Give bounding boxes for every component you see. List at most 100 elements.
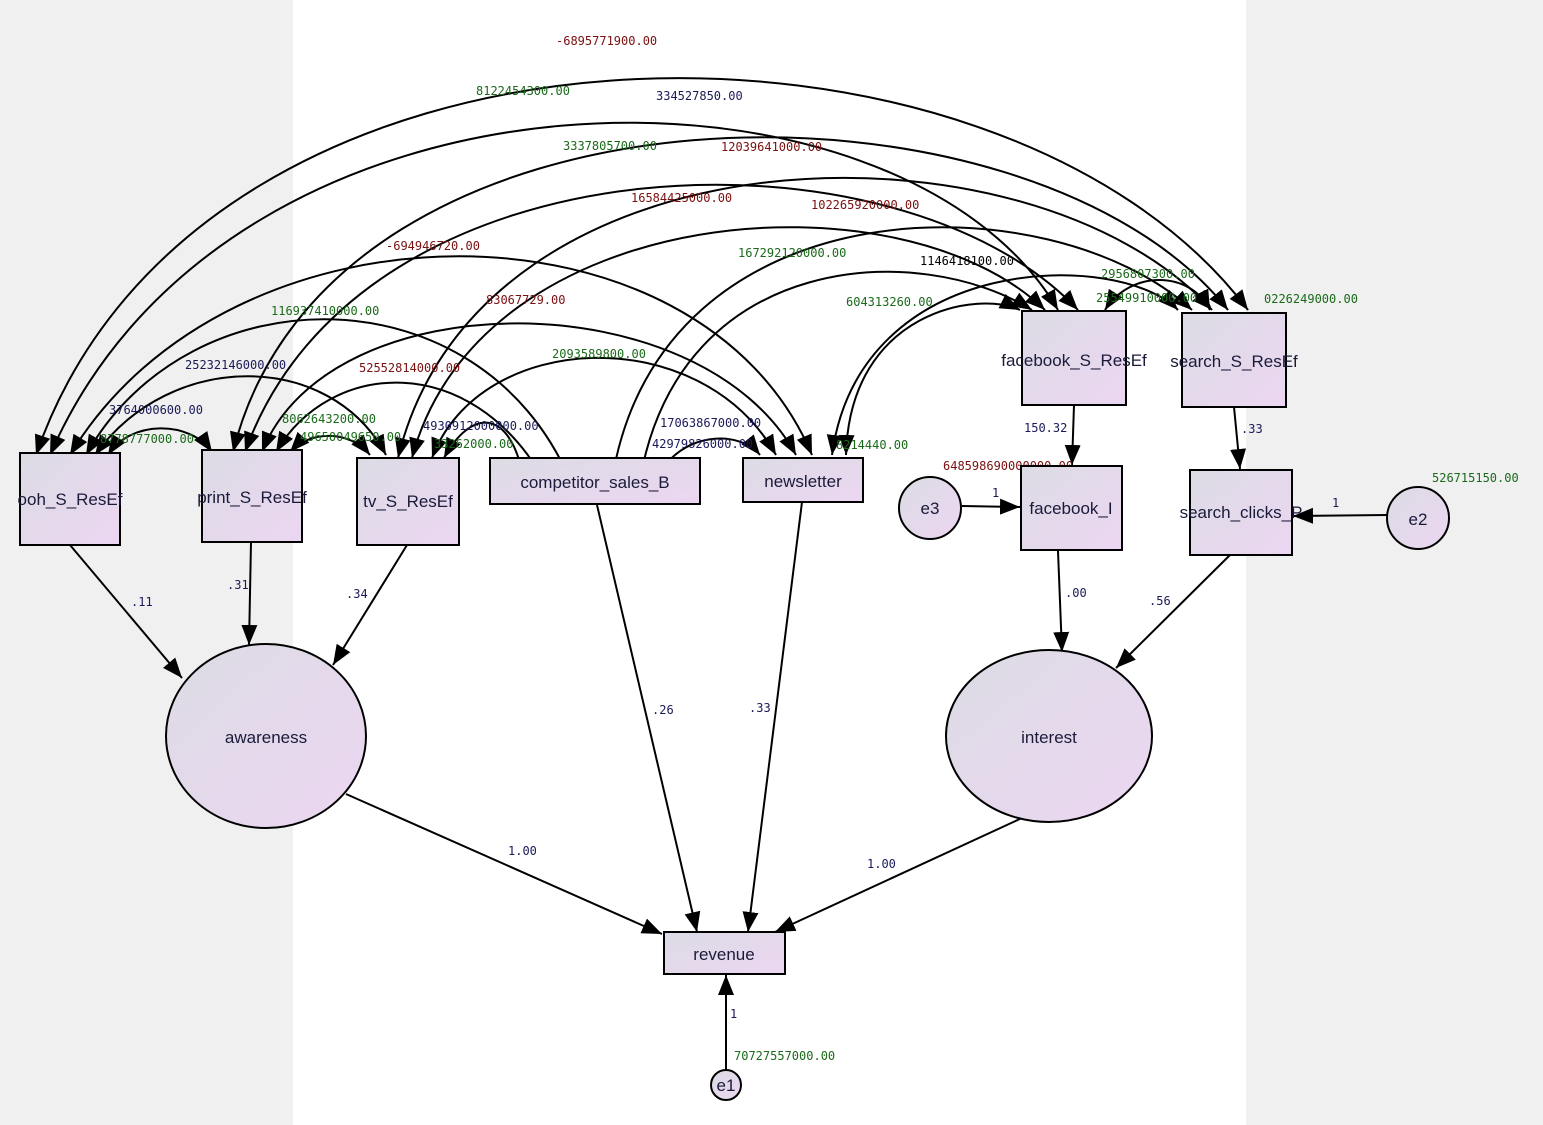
cov-label: 42979826000.00 bbox=[652, 437, 753, 451]
covariance-arcs bbox=[34, 77, 1249, 481]
path-e2-search-clicks bbox=[1292, 507, 1388, 524]
path-search-clicks-interest bbox=[1115, 554, 1231, 669]
node-facebook-s[interactable]: facebook_S_ResEf bbox=[1001, 310, 1147, 406]
path-label: 1.00 bbox=[867, 857, 896, 871]
path-tv-awareness bbox=[332, 544, 408, 666]
node-label: ooh_S_ResEf bbox=[18, 490, 123, 509]
node-label: e3 bbox=[921, 499, 940, 518]
cov-label: 334527850.00 bbox=[656, 89, 743, 103]
variance-label-e2: 526715150.00 bbox=[1432, 471, 1519, 485]
regression-paths bbox=[69, 404, 1388, 1070]
cov-label: 167292120000.00 bbox=[738, 246, 846, 260]
cov-label: 3764000600.00 bbox=[109, 403, 203, 417]
path-e3-facebook-i bbox=[961, 498, 1021, 515]
path-interest-revenue bbox=[774, 817, 1023, 933]
path-search-s-search-clicks bbox=[1230, 406, 1247, 470]
path-label: 1 bbox=[730, 1007, 737, 1021]
path-facebook-i-interest bbox=[1053, 550, 1070, 653]
node-label: competitor_sales_B bbox=[520, 473, 669, 492]
variance-label-e1: 70727557000.00 bbox=[734, 1049, 835, 1063]
node-label: search_clicks_P bbox=[1180, 503, 1303, 522]
cov-arc-ooh-search bbox=[34, 77, 1249, 456]
cov-label: 52552814000.00 bbox=[359, 361, 460, 375]
path-label: 150.32 bbox=[1024, 421, 1067, 435]
observed-variables: ooh_S_ResEf print_S_ResEf tv_S_ResEf com… bbox=[18, 310, 1303, 975]
node-label: facebook_I bbox=[1029, 499, 1112, 518]
node-label: e1 bbox=[717, 1076, 736, 1095]
cov-arc-ooh-print bbox=[107, 427, 213, 456]
path-awareness-revenue bbox=[345, 793, 663, 935]
cov-arc-tv-competitor bbox=[443, 421, 529, 481]
covariance-labels: -6895771900.00 8122454300.00 334527850.0… bbox=[100, 34, 1358, 451]
node-search-clicks[interactable]: search_clicks_P bbox=[1180, 469, 1303, 556]
path-label: .11 bbox=[131, 595, 153, 609]
path-ooh-awareness bbox=[69, 544, 183, 679]
latent-variables: awareness interest e1 e2 e3 bbox=[165, 476, 1450, 1101]
path-label: .33 bbox=[749, 701, 771, 715]
cov-label: 8778777000.00 bbox=[100, 432, 194, 446]
cov-label: 25232146000.00 bbox=[185, 358, 286, 372]
node-label: search_S_ResEf bbox=[1170, 352, 1298, 371]
cov-label: 25549910000.00 bbox=[1096, 291, 1197, 305]
path-label: .00 bbox=[1065, 586, 1087, 600]
cov-label: 604313260.00 bbox=[846, 295, 933, 309]
path-label: .31 bbox=[227, 578, 249, 592]
node-search-s[interactable]: search_S_ResEf bbox=[1170, 312, 1298, 408]
cov-label: 8122454300.00 bbox=[476, 84, 570, 98]
node-e3[interactable]: e3 bbox=[898, 476, 962, 540]
cov-arc-tv-facebook bbox=[409, 226, 1046, 459]
path-labels: .11 .31 .34 .26 .33 1.00 1.00 150.32 .33… bbox=[131, 421, 1339, 1021]
node-label: print_S_ResEf bbox=[197, 488, 307, 507]
cov-arc-competitor-facebook bbox=[635, 270, 1033, 481]
path-competitor-revenue bbox=[596, 504, 701, 933]
node-print[interactable]: print_S_ResEf bbox=[197, 449, 307, 543]
cov-arc-print-tv bbox=[289, 431, 371, 456]
cov-label: 8062643200.00 bbox=[282, 412, 376, 426]
path-label: .56 bbox=[1149, 594, 1171, 608]
cov-label: 2956807300.00 bbox=[1101, 267, 1195, 281]
cov-label: 102265920000.00 bbox=[811, 198, 919, 212]
cov-label: 83067729.00 bbox=[486, 293, 565, 307]
node-newsletter[interactable]: newsletter bbox=[742, 457, 864, 503]
cov-arc-newsletter-facebook bbox=[838, 293, 1021, 456]
node-label: tv_S_ResEf bbox=[363, 492, 453, 511]
cov-label: 116937410000.00 bbox=[271, 304, 379, 318]
node-facebook-i[interactable]: facebook_I bbox=[1020, 465, 1123, 551]
path-label: 1 bbox=[1332, 496, 1339, 510]
cov-label: -694946720.00 bbox=[386, 239, 480, 253]
node-e2[interactable]: e2 bbox=[1386, 486, 1450, 550]
cov-label: 12039641000.00 bbox=[721, 140, 822, 154]
cov-label: 3337805700.00 bbox=[563, 139, 657, 153]
node-label: e2 bbox=[1409, 510, 1428, 529]
cov-label: 2093589800.00 bbox=[552, 347, 646, 361]
path-newsletter-revenue bbox=[742, 501, 803, 933]
node-label: interest bbox=[1021, 728, 1077, 747]
path-print-awareness bbox=[241, 541, 258, 646]
cov-label: 1146418100.00 bbox=[920, 254, 1014, 268]
cov-label: 4930912000000.00 bbox=[423, 419, 539, 433]
path-label: .34 bbox=[346, 587, 368, 601]
variance-label-newsletter: 8214440.00 bbox=[836, 438, 908, 452]
cov-arc-facebook-search bbox=[1104, 279, 1211, 311]
variance-labels: 70727557000.00 526715150.00 648598690000… bbox=[734, 438, 1519, 1063]
node-e1[interactable]: e1 bbox=[710, 1069, 742, 1101]
node-label: newsletter bbox=[764, 472, 842, 491]
node-label: facebook_S_ResEf bbox=[1001, 351, 1147, 370]
cov-label: 33262000.00 bbox=[434, 437, 513, 451]
cov-label: 16584425000.00 bbox=[631, 191, 732, 205]
node-label: awareness bbox=[225, 728, 307, 747]
cov-arc-ooh-facebook bbox=[49, 121, 1059, 456]
node-interest[interactable]: interest bbox=[945, 649, 1153, 823]
node-competitor[interactable]: competitor_sales_B bbox=[489, 457, 701, 505]
node-label: revenue bbox=[693, 945, 754, 964]
cov-label: 0226249000.00 bbox=[1264, 292, 1358, 306]
path-label: .26 bbox=[652, 703, 674, 717]
path-label: 1 bbox=[992, 486, 999, 500]
node-awareness[interactable]: awareness bbox=[165, 643, 367, 829]
node-revenue[interactable]: revenue bbox=[663, 931, 786, 975]
path-label: 1.00 bbox=[508, 844, 537, 858]
path-label: .33 bbox=[1241, 422, 1263, 436]
node-tv[interactable]: tv_S_ResEf bbox=[356, 457, 460, 546]
node-ooh[interactable]: ooh_S_ResEf bbox=[18, 452, 123, 546]
